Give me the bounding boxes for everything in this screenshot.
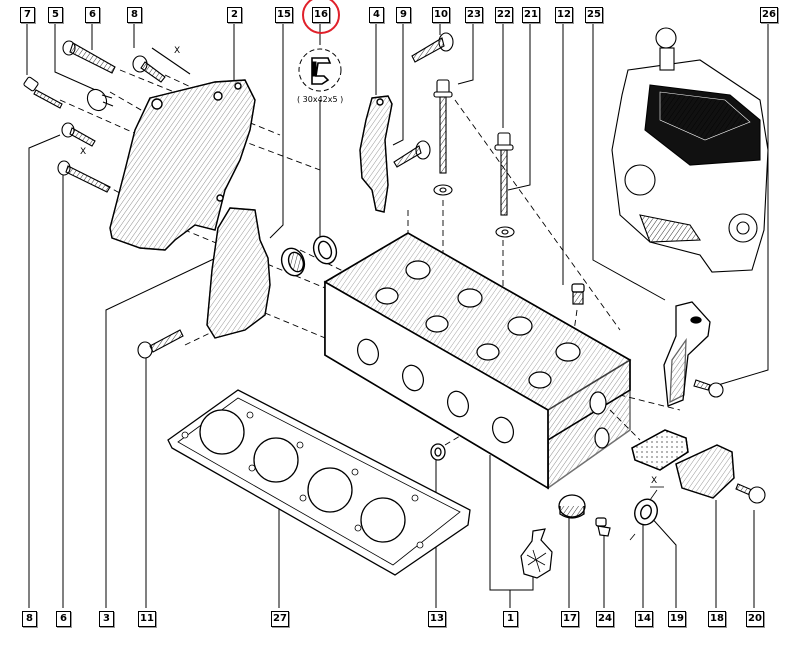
callout-19[interactable]: 19: [668, 611, 686, 627]
part-1-gasket-bag: [520, 528, 553, 579]
callout-5[interactable]: 5: [48, 7, 63, 23]
part-23-head-bolt: [433, 79, 453, 196]
part-9-bolt: [393, 140, 431, 168]
callout-22[interactable]: 22: [495, 7, 513, 23]
callout-20[interactable]: 20: [746, 611, 764, 627]
part-25-bracket: [663, 301, 711, 407]
callout-14[interactable]: 14: [635, 611, 653, 627]
part-8-bolt-lower: [61, 122, 96, 147]
part-21-washer: [495, 226, 515, 238]
part-14-seal: [629, 486, 664, 541]
callout-4[interactable]: 4: [369, 7, 384, 23]
callout-6[interactable]: 6: [85, 7, 100, 23]
callout-12[interactable]: 12: [555, 7, 573, 23]
callout-10[interactable]: 10: [432, 7, 450, 23]
callout-7[interactable]: 7: [20, 7, 35, 23]
part-12-plug: [571, 283, 585, 305]
part-24-plug: [595, 517, 611, 537]
part-8-bolt: [132, 47, 191, 83]
callout-15[interactable]: 15: [275, 7, 293, 23]
engine-overview-illustration: [611, 27, 769, 273]
dimension-marker-top: X: [174, 46, 181, 56]
callout-9[interactable]: 9: [396, 7, 411, 23]
dimension-marker-left: X: [80, 147, 87, 157]
part-7-bolt: [23, 76, 63, 109]
part-13-plug: [430, 443, 446, 461]
part-27-head-gasket: [167, 389, 471, 576]
seal-detail-inset: [298, 48, 342, 92]
callout-3[interactable]: 3: [99, 611, 114, 627]
part-15-plug: [280, 247, 306, 277]
part-26-bolt: [693, 379, 724, 398]
callout-25[interactable]: 25: [585, 7, 603, 23]
callout-26[interactable]: 26: [760, 7, 778, 23]
seal-dimension-label: ( 30x42x5 ): [297, 95, 344, 104]
callout-8-bottom[interactable]: 8: [22, 611, 37, 627]
part-3-mount: [206, 207, 271, 339]
part-2-bracket: [109, 79, 256, 251]
callout-17[interactable]: 17: [561, 611, 579, 627]
callout-13[interactable]: 13: [428, 611, 446, 627]
part-10-bolt: [411, 32, 454, 63]
cylinder-head: [323, 232, 632, 490]
callout-6-bottom[interactable]: 6: [56, 611, 71, 627]
part-5-nut: [86, 88, 114, 112]
callout-8[interactable]: 8: [127, 7, 142, 23]
dimension-marker-seal: X: [651, 476, 658, 486]
part-4-lifting-eye: [359, 95, 393, 213]
callout-1[interactable]: 1: [503, 611, 518, 627]
part-19-gasket: [631, 429, 689, 471]
callout-21[interactable]: 21: [522, 7, 540, 23]
callout-24[interactable]: 24: [596, 611, 614, 627]
callout-2[interactable]: 2: [227, 7, 242, 23]
part-6-bolt: [62, 40, 116, 74]
part-11-bolt: [137, 329, 184, 359]
part-22-head-bolt: [494, 132, 514, 216]
part-6-bolt-lower: [57, 160, 111, 193]
callout-27[interactable]: 27: [271, 611, 289, 627]
part-17-plug: [558, 494, 586, 519]
part-20-bolt: [735, 483, 766, 504]
callout-11[interactable]: 11: [138, 611, 156, 627]
part-16-oil-seal: [312, 235, 338, 265]
callout-18[interactable]: 18: [708, 611, 726, 627]
part-18-cover: [675, 444, 735, 499]
callout-16[interactable]: 16: [312, 7, 330, 23]
callout-23[interactable]: 23: [465, 7, 483, 23]
